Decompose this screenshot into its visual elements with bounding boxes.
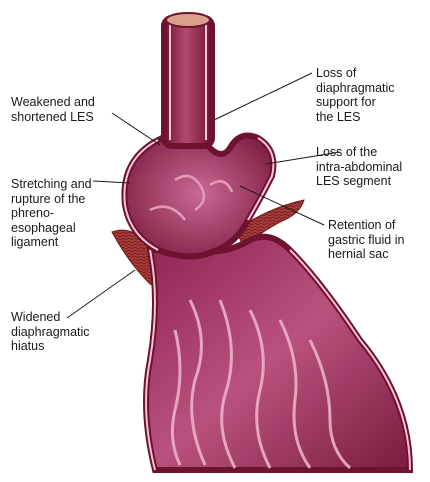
label-retention-gastric-fluid: Retention of gastric fluid in hernial sa… [328,218,404,262]
label-stretching-ligament: Stretching and rupture of the phreno- es… [11,177,92,250]
label-widened-hiatus: Widened diaphragmatic hiatus [11,310,90,354]
label-weakened-les: Weakened and shortened LES [11,95,95,124]
leader-loss-support [214,73,312,120]
leader-weakened-les [112,113,160,145]
leader-stretching [93,181,130,183]
leader-retention [240,186,324,225]
label-loss-support: Loss of diaphragmatic support for the LE… [316,66,395,124]
label-loss-intra-abdominal: Loss of the intra-abdominal LES segment [316,145,402,189]
